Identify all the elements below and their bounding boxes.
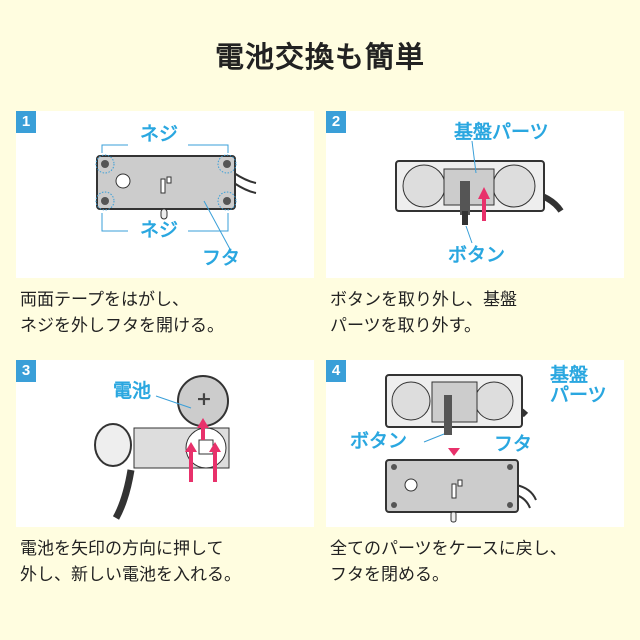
caption-line: フタを閉める。 (330, 565, 449, 585)
board-label: 基盤パーツ (454, 121, 549, 143)
caption-line: 全てのパーツをケースに戻し、 (330, 539, 567, 559)
lid-label: フタ (494, 433, 533, 455)
battery-removal-illustration (94, 375, 230, 520)
step-2-panel: 2 基盤パーツ ボタン (326, 111, 624, 278)
board-removal-illustration (395, 140, 564, 244)
button-label: ボタン (448, 244, 506, 266)
caption-line: 外し、新しい電池を入れる。 (20, 565, 241, 585)
step-number-badge: 1 (16, 111, 36, 133)
reassembly-illustration (385, 374, 537, 523)
board-label-line1: 基盤 (550, 364, 589, 386)
caption-line: パーツを取り外す。 (330, 316, 481, 336)
step-4-panel: 4 基盤 パーツ ボタン フタ (326, 360, 624, 527)
caption-line: ネジを外しフタを開ける。 (20, 316, 224, 336)
battery-label: 電池 (113, 380, 152, 402)
screw-label-bottom: ネジ (140, 219, 179, 241)
step-2-caption: ボタンを取り外し、基盤 パーツを取り外す。 (330, 287, 517, 339)
lid-screws-illustration (95, 144, 257, 252)
screw-label-top: ネジ (140, 123, 179, 145)
battery-plus-symbol: + (196, 388, 212, 410)
caption-line: 電池を矢印の方向に押して (20, 539, 224, 559)
step-number-badge: 4 (326, 360, 346, 382)
step-3-caption: 電池を矢印の方向に押して 外し、新しい電池を入れる。 (20, 536, 241, 588)
step-1-panel: 1 ネジ ネジ フタ (16, 111, 314, 278)
step-3-panel: 3 電池 + (16, 360, 314, 527)
board-label-line2: パーツ (550, 384, 607, 406)
step-number-badge: 2 (326, 111, 346, 133)
step-1-caption: 両面テープをはがし、 ネジを外しフタを開ける。 (20, 287, 224, 339)
lid-label: フタ (202, 247, 241, 269)
step-number-badge: 3 (16, 360, 36, 382)
caption-line: 両面テープをはがし、 (20, 290, 189, 310)
caption-line: ボタンを取り外し、基盤 (330, 290, 517, 310)
page-title: 電池交換も簡単 (214, 40, 425, 74)
step-4-caption: 全てのパーツをケースに戻し、 フタを閉める。 (330, 536, 567, 588)
button-label: ボタン (350, 430, 408, 452)
